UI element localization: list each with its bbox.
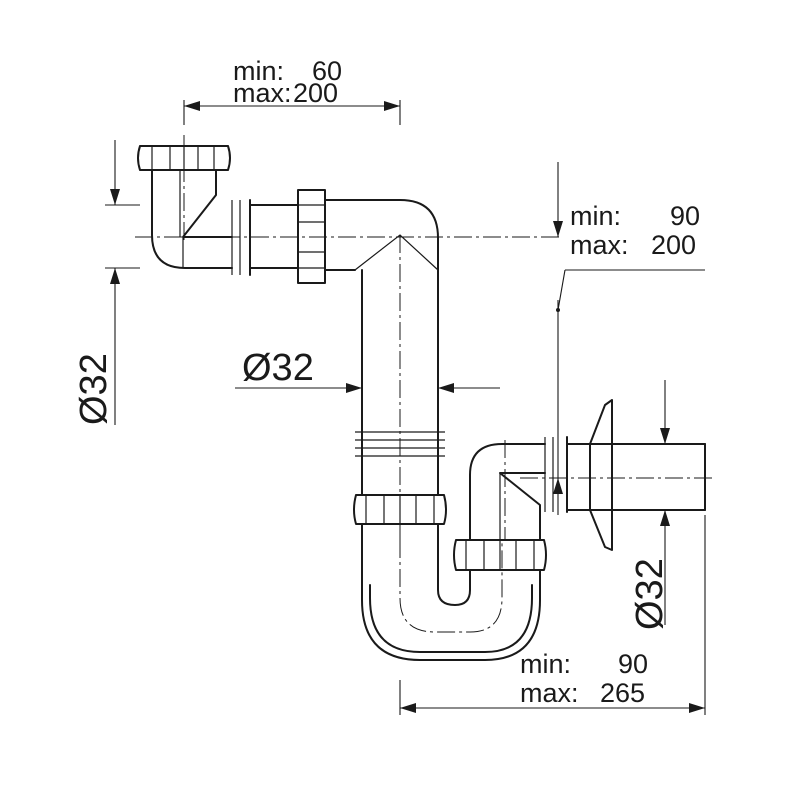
tube-diameter-label: Ø32: [242, 347, 314, 389]
dim-inlet-offset: [183, 100, 401, 125]
dim-outlet-min-label: min:: [520, 649, 571, 679]
dim-inlet-max-value: 200: [293, 78, 338, 108]
dim-drop-max-value: 200: [651, 230, 696, 260]
dim-outlet-length: [399, 515, 706, 715]
dim-outlet-min-value: 90: [618, 649, 648, 679]
dim-drop-min-value: 90: [670, 201, 700, 231]
right-nut: [453, 539, 547, 571]
centerlines: [135, 135, 715, 540]
dim-drop-max-label: max:: [570, 230, 629, 260]
outlet-elbow: [469, 437, 554, 541]
u-bend: [361, 523, 541, 661]
dim-inlet-min-value: 60: [312, 56, 342, 86]
dim-inlet-min-label: min:: [233, 56, 284, 86]
dim-inlet-max-label: max:: [233, 78, 292, 108]
dim-outlet-diameter: [660, 380, 705, 625]
wall-outlet: [566, 399, 706, 551]
horizontal-arm: [249, 189, 439, 284]
inlet-diameter-label: Ø32: [73, 353, 115, 425]
dim-drop-min-label: min:: [570, 201, 621, 231]
outlet-diameter-label: Ø32: [629, 558, 671, 630]
inlet-elbow: [151, 169, 241, 275]
dim-inlet-diameter: [105, 140, 140, 425]
dim-vertical-drop: [553, 162, 705, 515]
dim-outlet-max-value: 265: [600, 678, 645, 708]
dim-tube-diameter: [235, 383, 500, 393]
dim-outlet-max-label: max:: [520, 678, 579, 708]
